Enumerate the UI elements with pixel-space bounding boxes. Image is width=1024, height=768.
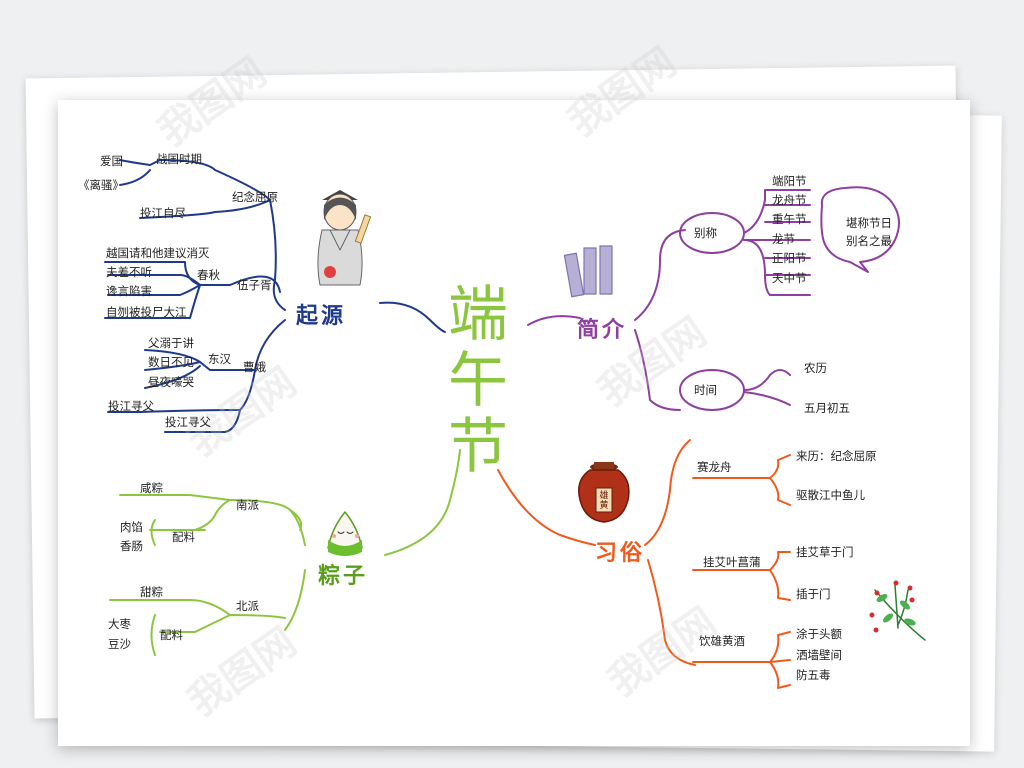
node-sailongzhou: 赛龙舟 xyxy=(697,460,732,474)
plant-sprig-icon xyxy=(869,580,926,641)
node-aiguo: 爱国 xyxy=(100,154,123,168)
node-toujiang-xunfu: 投江寻父 xyxy=(108,399,154,413)
node-shijian: 时间 xyxy=(694,383,717,397)
bubble-line: 别名之最 xyxy=(846,234,892,248)
branch-title-origin: 起源 xyxy=(296,304,347,329)
node-caoe-item: 父溺于讲 xyxy=(148,336,194,350)
node-nanpai-item: 香肠 xyxy=(120,539,143,553)
node-wuzixu-item: 夫差不听 xyxy=(106,265,152,279)
node-xionghuang-item: 涂于头额 xyxy=(796,627,842,641)
node-caoe-item: 数日不见 xyxy=(148,355,194,369)
branch-title-customs: 习俗 xyxy=(595,541,646,566)
node-longzhou-item: 驱散江中鱼儿 xyxy=(796,488,865,502)
node-time-item: 农历 xyxy=(804,361,827,375)
zongzi-branch-lines xyxy=(109,449,461,656)
node-xionghuang: 饮雄黄酒 xyxy=(699,634,745,648)
bubble-line: 堪称节日 xyxy=(846,216,892,230)
branch-title-zongzi: 粽子 xyxy=(318,564,369,589)
node-wuzixu-item: 越国请和他建议消灭 xyxy=(106,246,210,260)
node-alias: 重午节 xyxy=(772,212,807,226)
node-guaai-item: 挂艾草于门 xyxy=(796,545,854,559)
node-beipai-item: 豆沙 xyxy=(108,637,131,651)
node-tianzong: 甜粽 xyxy=(140,585,163,599)
jar-icon xyxy=(578,462,630,523)
node-alias: 龙舟节 xyxy=(772,193,807,207)
node-alias: 天中节 xyxy=(772,271,807,285)
node-xionghuang-item: 防五毒 xyxy=(796,668,831,682)
node-caoe: 曹娥 xyxy=(243,360,266,374)
node-zhanguo: 战国时期 xyxy=(156,152,202,166)
origin-branch-lines xyxy=(104,159,446,433)
node-xionghuang-item: 洒墙壁间 xyxy=(796,648,842,662)
node-beipai-peiliao: 配料 xyxy=(160,628,183,642)
node-wuzixu-item: 自刎被投尸大江 xyxy=(106,305,187,319)
node-bieming: 别称 xyxy=(694,226,717,240)
node-donghan: 东汉 xyxy=(208,352,231,366)
node-lisao: 《离骚》 xyxy=(78,178,124,192)
customs-branch-lines xyxy=(497,439,791,689)
node-beipai: 北派 xyxy=(236,599,259,613)
node-nanpai-peiliao: 配料 xyxy=(172,530,195,544)
node-toujiang-xunfu-2: 投江寻父 xyxy=(165,415,211,429)
center-title-char: 午 xyxy=(448,346,508,416)
center-title: 端 午 节 xyxy=(438,282,518,480)
node-guaai: 挂艾叶菖蒲 xyxy=(703,555,761,569)
node-xianzong: 咸粽 xyxy=(140,481,163,495)
branch-title-intro: 简介 xyxy=(577,318,628,343)
zongzi-icon xyxy=(327,511,363,556)
node-alias: 正阳节 xyxy=(772,251,807,265)
books-icon xyxy=(563,245,613,298)
node-chunqiu: 春秋 xyxy=(197,268,220,282)
node-alias: 龙节 xyxy=(772,232,795,246)
node-toujiang-zijin: 投江自尽 xyxy=(140,206,186,220)
node-guaai-item: 插于门 xyxy=(796,587,831,601)
paper-sheet xyxy=(58,100,970,746)
node-longzhou-item: 来历：纪念屈原 xyxy=(796,449,877,463)
node-nanpai: 南派 xyxy=(236,498,259,512)
center-title-char: 节 xyxy=(448,412,508,482)
node-beipai-item: 大枣 xyxy=(108,617,131,631)
node-wuzixu-item: 谗言陷害 xyxy=(106,284,152,298)
node-jinian-quyuan: 纪念屈原 xyxy=(232,190,278,204)
node-caoe-item: 昼夜嚎哭 xyxy=(148,375,194,389)
node-nanpai-item: 肉馅 xyxy=(120,520,143,534)
node-time-item: 五月初五 xyxy=(804,401,850,415)
center-title-char: 端 xyxy=(448,280,508,350)
qu-yuan-figure xyxy=(317,190,372,286)
node-alias: 端阳节 xyxy=(772,174,807,188)
node-wuzixu: 伍子胥 xyxy=(237,278,272,292)
intro-branch-lines xyxy=(527,186,900,411)
jar-label: 雄黄 xyxy=(599,491,609,511)
